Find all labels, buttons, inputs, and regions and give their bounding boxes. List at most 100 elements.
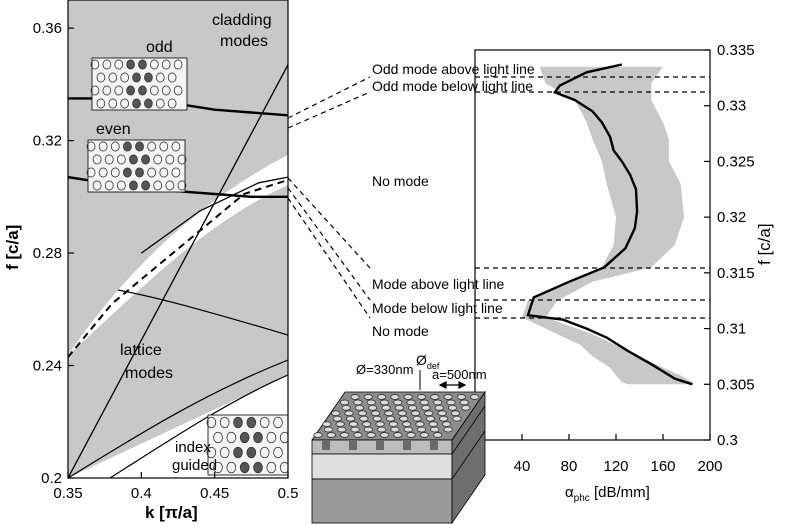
air-hole [443,394,453,400]
air-hole [350,394,360,400]
air-hole [335,421,345,427]
annotation-no-mode-2: No mode [372,323,429,339]
inset-hole [173,85,183,96]
inset-hole [129,180,138,191]
air-hole [424,410,434,417]
loss-xtick-label: 80 [561,458,578,475]
inset-hole [206,416,217,429]
air-hole [390,394,400,400]
band-ytick-label: 0.2 [41,470,62,487]
air-hole [322,421,332,427]
inset-hole [239,431,250,444]
air-hole [428,421,438,427]
inset-hole [110,167,120,178]
inset-hole [86,141,96,152]
air-hole [403,394,413,400]
inset-hole [155,72,165,83]
loss-plot-frame [474,49,711,441]
inset-hole [144,72,153,83]
inset-hole [104,154,114,165]
band-xtick-label: 0.45 [200,485,229,502]
air-hole [433,399,443,406]
air-hole [450,410,460,417]
index-label-2: guided [172,457,217,474]
air-hole [368,405,378,411]
inset-hole [86,167,96,178]
air-hole [412,415,422,422]
loss-xlabel: αphc [dB/mm] [565,484,650,504]
air-hole [331,410,341,417]
air-hole [362,421,372,427]
loss-spread-area [522,66,693,385]
air-hole [375,421,385,427]
band-diagram-panel: cladding modes odd even lattice modes in… [3,0,298,522]
air-hole [434,405,444,411]
even-mode-inset [86,139,187,193]
lattice-band-line-3 [109,374,288,478]
index-guided-inset [206,414,288,476]
air-hole [406,399,416,406]
air-hole [461,405,471,411]
annotation-mode-below: Mode below light line [372,300,503,316]
air-hole [346,415,356,422]
inset-hole [266,431,277,444]
lattice-band-line-2 [68,359,288,478]
air-hole [430,426,440,433]
band-plot-frame [67,0,289,479]
cladding-label-2: modes [220,33,268,50]
inset-hole [108,72,118,83]
inset-hole [273,416,283,429]
inset-hole [116,180,126,191]
inset-hole [116,154,126,165]
air-hole [371,410,381,417]
air-hole [341,405,351,411]
inset-hole [273,446,283,459]
annotation-odd-below: Odd mode below light line [372,78,533,94]
inset-hole [253,431,263,444]
gap-region [68,155,288,355]
inset-hole [279,461,288,474]
inset-hole [259,446,270,459]
inset-hole [144,98,153,109]
air-hole [430,394,440,400]
hole-diameter-label: Ø=330nm [356,362,413,377]
air-hole [359,415,369,422]
air-hole [425,415,435,422]
inset-hole [123,167,132,178]
air-hole [393,432,403,438]
inset-hole [114,85,124,96]
air-hole [437,410,447,417]
air-hole [348,421,359,427]
inset-hole [141,154,150,165]
inset-hole [90,59,100,70]
air-hole [406,432,416,438]
inset-hole [120,98,129,109]
band-ytick-label: 0.36 [33,20,62,37]
air-hole [337,426,347,433]
air-hole [410,410,421,417]
air-hole [416,426,427,433]
air-hole [366,399,376,406]
air-hole [323,426,333,433]
slab-cladding-front [311,453,453,480]
inset-hole [120,72,129,83]
inset-hole [104,180,114,191]
inset-hole [246,446,257,459]
inset-hole [92,154,102,165]
band-xtick-label: 0.4 [131,485,152,502]
inset-hole [110,141,120,152]
air-hole [399,415,409,422]
air-hole [415,421,425,427]
inset-hole [219,416,230,429]
inset-hole [167,98,177,109]
cladding-label-1: cladding [212,12,272,29]
air-hole [326,432,336,438]
connector-lines [287,76,371,319]
air-hole [393,399,403,406]
lattice-band-line-1 [117,289,288,336]
index-label-1: index [175,439,211,456]
inset-hole [233,446,243,459]
air-hole [353,432,363,438]
connector-odd-1 [287,76,371,119]
hole-notches [322,440,438,450]
